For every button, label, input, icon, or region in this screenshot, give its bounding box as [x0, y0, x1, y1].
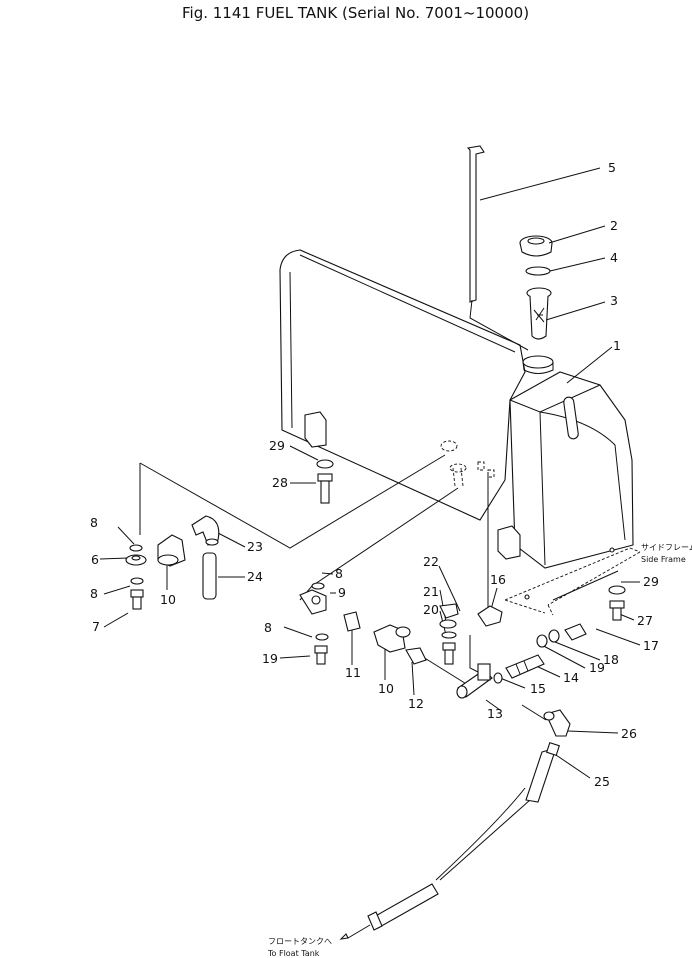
washer-19-right [536, 634, 548, 648]
callout-17: 17 [643, 638, 659, 653]
adapter-11 [343, 611, 361, 632]
callout-16: 16 [490, 572, 506, 587]
hose-25 [525, 742, 560, 803]
plug-19-left [314, 645, 328, 665]
elbow-23 [191, 515, 220, 546]
callout-6: 6 [91, 552, 99, 567]
callout-19-right: 19 [589, 660, 605, 675]
washer-20 [441, 631, 457, 639]
callout-21: 21 [423, 584, 439, 599]
gasket [525, 266, 551, 276]
level-gauge [466, 145, 529, 351]
callout-27: 27 [637, 613, 653, 628]
bracket-16 [469, 605, 503, 673]
callout-26: 26 [621, 726, 637, 741]
elbow-10-left [157, 534, 186, 567]
float-tank-label-jp: フロートタンクへ [268, 937, 332, 946]
o-ring-8-lower-left [130, 577, 144, 585]
plug-7 [130, 589, 144, 610]
figure-title: Fig. 1141 FUEL TANK (Serial No. 7001~100… [182, 4, 529, 22]
strainer [526, 287, 552, 340]
float-tank-hose-end [367, 883, 439, 931]
callout-12: 12 [408, 696, 424, 711]
washer-29-upper [316, 459, 334, 469]
adapter-14 [505, 654, 545, 679]
callout-18: 18 [603, 652, 619, 667]
o-ring-15 [493, 672, 503, 684]
callout-28: 28 [272, 475, 288, 490]
callout-19-left: 19 [262, 651, 278, 666]
fuel-tank [279, 249, 634, 569]
bolt-20 [442, 642, 456, 665]
bolt-28 [317, 473, 333, 504]
callout-3: 3 [610, 293, 618, 308]
callout-11: 11 [345, 665, 361, 680]
callout-4: 4 [610, 250, 618, 265]
callout-25: 25 [594, 774, 610, 789]
callout-29-right: 29 [643, 574, 659, 589]
side-frame-label: Side Frame [641, 555, 686, 564]
washer-21 [439, 619, 457, 629]
callout-20: 20 [423, 602, 439, 617]
pipe-9 [299, 589, 327, 615]
callout-9: 9 [338, 585, 346, 600]
callout-1: 1 [613, 338, 621, 353]
callout-23: 23 [247, 539, 263, 554]
washer-18 [548, 629, 560, 643]
callout-7: 7 [92, 619, 100, 634]
o-ring-8-center [311, 582, 325, 590]
callout-24: 24 [247, 569, 263, 584]
callout-2: 2 [610, 218, 618, 233]
callout-8-d: 8 [264, 620, 272, 635]
side-frame [504, 547, 641, 616]
float-tank-label: To Float Tank [267, 949, 320, 958]
washer-29-right [608, 585, 626, 595]
callout-8-b: 8 [90, 586, 98, 601]
o-ring-8-lower-center [315, 633, 329, 641]
plug-17 [564, 623, 587, 641]
elbow-10-center [373, 624, 411, 653]
callout-29-left: 29 [269, 438, 285, 453]
leader-lines [99, 167, 641, 940]
callout-10-center: 10 [378, 681, 394, 696]
side-frame-label-jp: サイドフレーム [641, 543, 692, 552]
bolt-27 [609, 600, 625, 621]
pipe-13 [456, 663, 493, 699]
callout-5: 5 [608, 160, 616, 175]
elbow-26 [543, 709, 571, 737]
callout-8-a: 8 [90, 515, 98, 530]
hose-24 [202, 552, 217, 600]
callout-13: 13 [487, 706, 503, 721]
o-ring-8-upper-left [129, 544, 143, 552]
callout-15: 15 [530, 681, 546, 696]
filler-cap [519, 235, 553, 257]
callout-22: 22 [423, 554, 439, 569]
adapter-12 [405, 647, 427, 665]
fitting-6 [125, 554, 147, 566]
callout-10-left: 10 [160, 592, 176, 607]
plate-22 [439, 603, 459, 619]
callout-14: 14 [563, 670, 579, 685]
callout-8-c: 8 [335, 566, 343, 581]
